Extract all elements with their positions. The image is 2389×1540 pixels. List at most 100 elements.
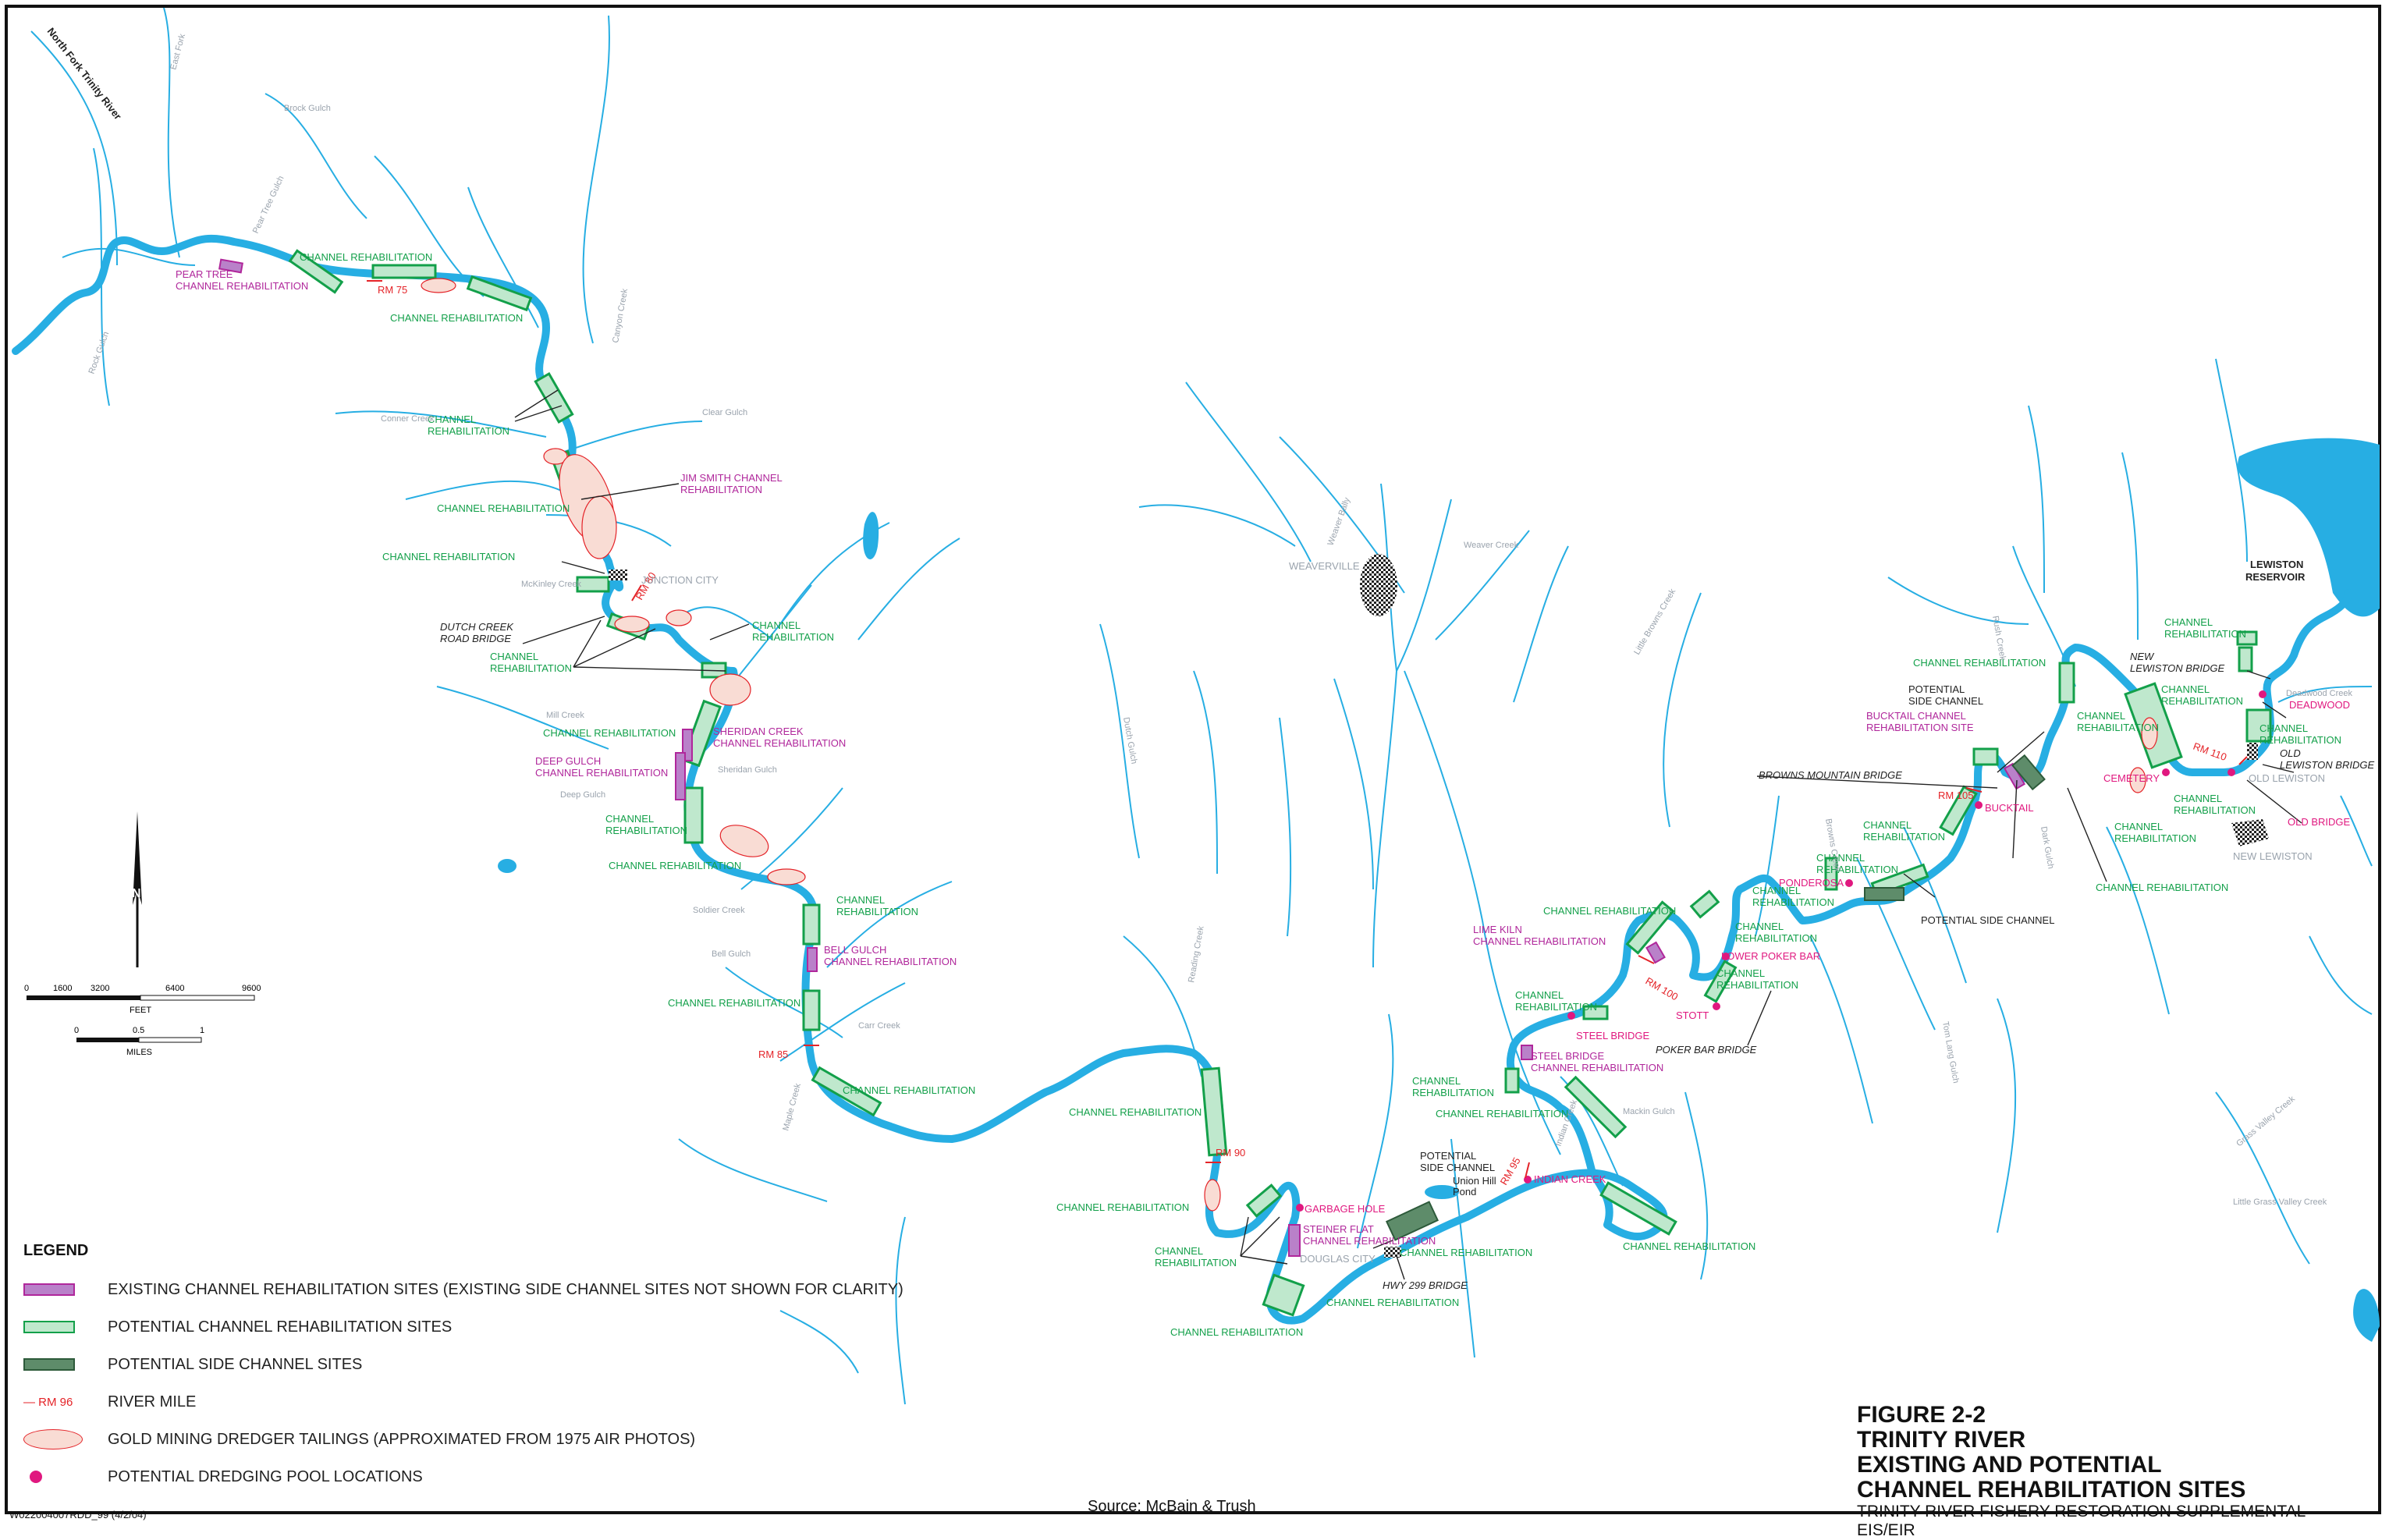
- old-lewiston-label: OLD LEWISTON: [2249, 772, 2325, 784]
- rehab-label-1: CHANNEL REHABILITATION: [300, 251, 432, 263]
- feet-tick: 9600: [242, 984, 261, 993]
- creek-label: Little Grass Valley Creek: [2233, 1198, 2327, 1207]
- rm110-label: RM 110: [2192, 740, 2228, 763]
- feet-tick: 3200: [91, 984, 109, 993]
- deadwood-label: DEADWOOD: [2289, 699, 2350, 711]
- creek-label: Grass Valley Creek: [2235, 1094, 2297, 1148]
- rehab-label-30: CHANNEL REHABILITATION: [1913, 657, 2046, 669]
- miles-tick: 0.5: [133, 1026, 144, 1035]
- trinity-river: [12, 234, 2352, 1325]
- weaverville-label: WEAVERVILLE: [1289, 560, 1360, 572]
- creek-label: Mackin Gulch: [1623, 1107, 1675, 1116]
- creek-label: Soldier Creek: [693, 906, 745, 915]
- indian-creek-label: INDIAN CREEK: [1534, 1173, 1606, 1185]
- figure-line1: TRINITY RIVER: [1857, 1427, 2026, 1453]
- north-arrow: N: [132, 811, 142, 967]
- stott-label: STOTT: [1676, 1010, 1709, 1021]
- miles-tick: 0: [74, 1026, 79, 1035]
- rehab-label-10: CHANNEL REHABILITATION: [609, 860, 741, 871]
- creek-label: McKinley Creek: [521, 580, 582, 589]
- pond-small: [863, 512, 879, 559]
- creek-label: Deep Gulch: [560, 790, 605, 800]
- rehab-label-12: CHANNEL REHABILITATION: [668, 997, 800, 1009]
- legend-tailings: GOLD MINING DREDGER TAILINGS (APPROXIMAT…: [23, 1421, 983, 1458]
- douglas-city-label: DOUGLAS CITY: [1300, 1253, 1376, 1265]
- new-lewiston-label: NEW LEWISTON: [2233, 850, 2313, 862]
- browns-mountain-bridge-label: BROWNS MOUNTAIN BRIDGE: [1759, 769, 1902, 781]
- river-mile-ticks: [367, 280, 2248, 1179]
- creek-label: Weaver Creek: [1464, 541, 1519, 550]
- rm105-label: RM 105: [1938, 790, 1974, 801]
- creek-label: Sheridan Gulch: [718, 765, 777, 775]
- bucktail-pool-label: BUCKTAIL: [1985, 802, 2034, 814]
- rm100-label: RM 100: [1644, 975, 1681, 1003]
- legend-existing-swatch: [23, 1283, 75, 1296]
- legend-potential-text: POTENTIAL CHANNEL REHABILITATION SITES: [108, 1318, 453, 1336]
- legend-potential: POTENTIAL CHANNEL REHABILITATION SITES: [23, 1308, 983, 1346]
- figure-title-block: FIGURE 2-2 TRINITY RIVER EXISTING AND PO…: [1857, 1403, 2364, 1540]
- existing-rehab-sites: [218, 258, 2026, 1257]
- feet-tick: 1600: [53, 984, 72, 993]
- side-channel-sites: [1385, 754, 2046, 1241]
- creek-label: Clear Gulch: [702, 408, 747, 417]
- legend-pools-swatch: [30, 1471, 42, 1483]
- creek-label: Bell Gulch: [712, 949, 751, 959]
- potential-side-channel-label-2: POTENTIAL SIDE CHANNEL: [1921, 914, 2054, 926]
- creek-label: Maple Creek: [781, 1082, 803, 1132]
- rm95-label: RM 95: [1498, 1155, 1523, 1187]
- legend-river-mile: — RM 96 RIVER MILE: [23, 1383, 983, 1421]
- legend: LEGEND EXISTING CHANNEL REHABILITATION S…: [23, 1242, 983, 1496]
- creek-label: Conner Creek: [381, 414, 435, 424]
- creek-labels: East Fork Brock Gulch Pear Tree Gulch Ro…: [87, 33, 2353, 1207]
- cemetery-label: CEMETERY: [2103, 772, 2160, 784]
- rm75-label: RM 75: [378, 284, 407, 296]
- rehab-label-15: CHANNEL REHABILITATION: [1056, 1201, 1189, 1213]
- reservoir-small: [2353, 1289, 2380, 1342]
- creek-label: Brock Gulch: [284, 104, 331, 113]
- hwy299-label: HWY 299 BRIDGE: [1383, 1279, 1468, 1291]
- legend-potential-swatch: [23, 1321, 75, 1333]
- rehab-label-33: CHANNEL REHABILITATION: [2096, 882, 2228, 893]
- feet-label: FEET: [130, 1006, 151, 1015]
- feet-tick: 0: [24, 984, 29, 993]
- old-bridge-label: OLD BRIDGE: [2288, 816, 2351, 828]
- legend-river-mile-text: RIVER MILE: [108, 1393, 197, 1410]
- rehab-label-18: CHANNEL REHABILITATION: [1170, 1326, 1303, 1338]
- north-label: N: [132, 887, 141, 900]
- miles-label: MILES: [126, 1048, 152, 1057]
- north-fork-label: North Fork Trinity River: [45, 26, 124, 122]
- creek-label: East Fork: [169, 33, 187, 71]
- miles-tick: 1: [200, 1026, 204, 1035]
- creek-label: Pear Tree Gulch: [251, 175, 286, 236]
- dredger-tailings: [421, 278, 2158, 1212]
- union-hill-pond: [1425, 1185, 1459, 1199]
- creek-label: Reading Creek: [1187, 925, 1206, 984]
- creek-label: Deadwood Creek: [2286, 689, 2352, 698]
- rehab-label-20: CHANNEL REHABILITATION: [1623, 1240, 1755, 1252]
- figure-line3: CHANNEL REHABILITATION SITES: [1857, 1477, 2246, 1503]
- creek-label: Dark Gulch: [2039, 825, 2055, 869]
- rehab-label-17: CHANNEL REHABILITATION: [1326, 1297, 1459, 1308]
